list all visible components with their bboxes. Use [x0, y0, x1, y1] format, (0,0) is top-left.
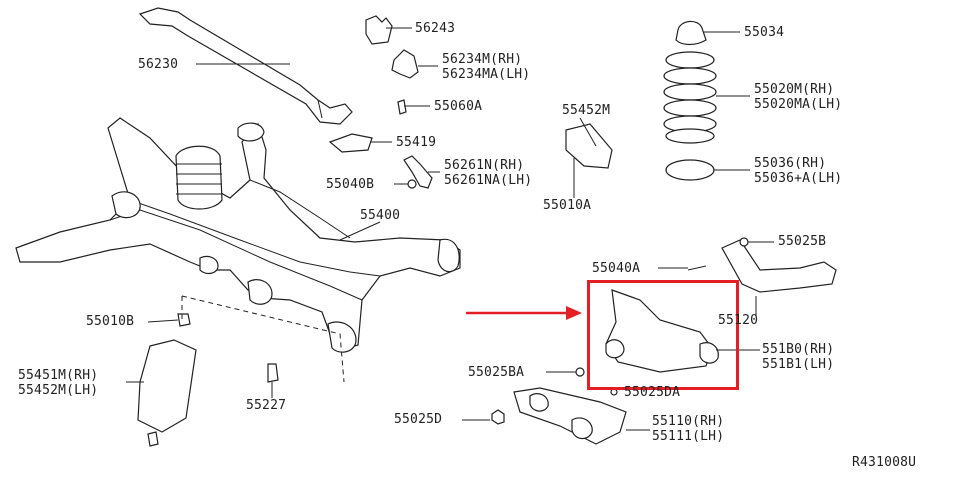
part-label-55025b[interactable]: 55025B [778, 234, 827, 249]
insulator-55036-shape [665, 159, 715, 181]
clamp-56243-shape [365, 15, 393, 45]
part-label-55120[interactable]: 55120 [718, 313, 759, 328]
bolt-55040a-shape [687, 265, 707, 271]
bushing-56234m-shape [391, 49, 419, 79]
shock-absorber-shape [175, 122, 265, 210]
part-label-55020m[interactable]: 55020M(RH)55020MA(LH) [754, 82, 843, 112]
nut-55040b-shape [407, 179, 417, 189]
part-label-55010a[interactable]: 55010A [543, 198, 592, 213]
nut-55025b-shape [739, 237, 749, 247]
part-label-55060a[interactable]: 55060A [434, 99, 483, 114]
bolt-55025d-shape [491, 409, 505, 425]
part-label-56243[interactable]: 56243 [415, 21, 456, 36]
part-label-55010b[interactable]: 55010B [86, 314, 135, 329]
part-label-55227[interactable]: 55227 [246, 398, 287, 413]
bolt-55060a-shape [397, 99, 407, 115]
part-label-55040a[interactable]: 55040A [592, 261, 641, 276]
part-label-55025d[interactable]: 55025D [394, 412, 443, 427]
part-label-56234m[interactable]: 56234M(RH)56234MA(LH) [442, 52, 531, 82]
lower-link-551b0-shape [605, 289, 719, 373]
part-label-55040b[interactable]: 55040B [326, 177, 375, 192]
part-label-55036[interactable]: 55036(RH)55036+A(LH) [754, 156, 843, 186]
upper-link-55120-shape [721, 239, 837, 293]
part-label-55110[interactable]: 55110(RH)55111(LH) [652, 414, 725, 444]
diagram-reference-code: R431008U [852, 455, 917, 470]
nut-55010b-shape [177, 313, 191, 327]
part-label-55419[interactable]: 55419 [396, 135, 437, 150]
coil-spring-shape [663, 51, 717, 144]
part-label-551b0[interactable]: 551B0(RH)551B1(LH) [762, 342, 835, 372]
part-label-55025da[interactable]: 55025DA [624, 385, 681, 400]
part-label-55025ba[interactable]: 55025BA [468, 365, 525, 380]
part-label-55034[interactable]: 55034 [744, 25, 785, 40]
highlight-box [587, 280, 739, 390]
nut-55227-shape [267, 363, 279, 383]
plate-55451m-shape [137, 339, 197, 433]
part-label-55451m[interactable]: 55451M(RH)55452M(LH) [18, 368, 99, 398]
part-label-55452m[interactable]: 55452M [562, 103, 611, 118]
nut-55025ba-shape [575, 367, 585, 377]
subframe-shape [15, 117, 461, 353]
part-label-55400[interactable]: 55400 [360, 208, 401, 223]
bracket-55452m-shape [565, 123, 613, 169]
bracket-55419-shape [328, 133, 373, 153]
insulator-55034-shape [675, 20, 707, 46]
red-arrow [466, 306, 582, 320]
part-label-56230[interactable]: 56230 [138, 57, 179, 72]
stabilizer-bar-shape [138, 7, 353, 125]
part-label-56261n[interactable]: 56261N(RH)56261NA(LH) [444, 158, 533, 188]
link-56261n-shape [403, 155, 433, 189]
